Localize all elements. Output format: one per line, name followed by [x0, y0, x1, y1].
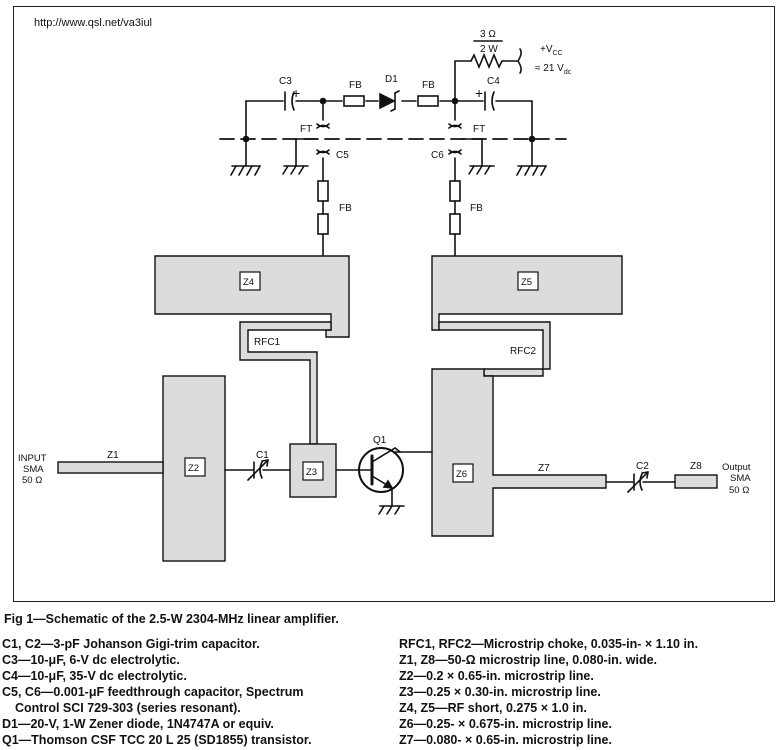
- caption-line: Z2—0.2 × 0.65-in. microstrip line.: [399, 669, 594, 683]
- feedthrough-capacitor-c6: [448, 100, 462, 182]
- label-output-impedance: 50 Ω: [729, 485, 749, 496]
- label-d1: D1: [385, 74, 398, 85]
- pad-label-boxes: [184, 271, 539, 483]
- label-input-impedance: 50 Ω: [22, 475, 42, 486]
- polarity-c4: +: [475, 85, 483, 101]
- caption-line: C1, C2—3-pF Johanson Gigi-trim capacitor…: [2, 637, 260, 651]
- capacitor-c3: [284, 91, 295, 111]
- microstrip-layout: [57, 255, 718, 562]
- label-supply-voltage: ≈ 21 Vdc: [535, 63, 572, 76]
- label-z3: Z3: [306, 467, 317, 478]
- schematic-diagram: C3 + C4 + FB FB D1 3 Ω 2 W +VCC ≈ 21 Vdc: [18, 29, 751, 562]
- label-q1: Q1: [373, 435, 387, 446]
- label-resistor-power: 2 W: [480, 44, 498, 55]
- label-fb-left-vertical: FB: [339, 203, 352, 214]
- caption-line: Z3—0.25 × 0.30-in. microstrip line.: [399, 685, 601, 699]
- trimmer-capacitor-c1: [247, 459, 269, 481]
- microstrip-z1: [57, 461, 164, 474]
- microstrip-z6: [431, 368, 607, 537]
- zener-diode-d1: [379, 90, 400, 112]
- feedthrough-capacitor-c5: [316, 100, 330, 182]
- microstrip-z8: [674, 474, 718, 489]
- label-c1: C1: [256, 450, 269, 461]
- label-z4: Z4: [243, 277, 254, 288]
- capacitor-c4: [484, 91, 495, 111]
- caption-line: D1—20-V, 1-W Zener diode, 1N4747A or equ…: [2, 717, 274, 731]
- transistor-q1: [335, 447, 433, 515]
- label-rfc2: RFC2: [510, 346, 537, 357]
- label-z2: Z2: [188, 463, 199, 474]
- label-z5: Z5: [521, 277, 532, 288]
- ferrite-bead-left: [343, 95, 365, 107]
- ferrite-beads-left-vertical: [317, 180, 329, 257]
- caption-parts-left: C1, C2—3-pF Johanson Gigi-trim capacitor…: [2, 636, 312, 748]
- caption-line: Z4, Z5—RF short, 0.275 × 1.0 in.: [399, 701, 587, 715]
- label-fb-left: FB: [349, 80, 362, 91]
- label-c4: C4: [487, 76, 500, 87]
- label-c6: C6: [431, 150, 444, 161]
- label-input: INPUT: [18, 453, 47, 464]
- caption-title: Fig 1—Schematic of the 2.5-W 2304-MHz li…: [4, 612, 339, 626]
- caption-line: Control SCI 729-303 (series resonant).: [15, 701, 241, 715]
- label-input-sma: SMA: [23, 464, 44, 475]
- label-output-sma: SMA: [730, 473, 751, 484]
- source-url: http://www.qsl.net/va3iul: [34, 17, 153, 29]
- caption-line: C4—10-μF, 35-V dc electrolytic.: [2, 669, 187, 683]
- caption-line: Z1, Z8—50-Ω microstrip line, 0.080-in. w…: [399, 653, 658, 667]
- label-ft-right: FT: [473, 124, 485, 135]
- caption-line: Z6—0.25- × 0.675-in. microstrip line.: [399, 717, 612, 731]
- label-z7: Z7: [538, 463, 550, 474]
- label-vcc: +VCC: [540, 44, 563, 57]
- label-c5: C5: [336, 150, 349, 161]
- label-output: Output: [722, 462, 751, 473]
- caption-line: C5, C6—0.001-μF feedthrough capacitor, S…: [2, 685, 304, 699]
- label-rfc1: RFC1: [254, 337, 281, 348]
- ground-ft-right: [461, 138, 495, 175]
- caption-line: Z7—0.080- × 0.65-in. microstrip line.: [399, 733, 612, 747]
- schematic-frame: [13, 6, 775, 602]
- caption-line: Q1—Thomson CSF TCC 20 L 25 (SD1855) tran…: [2, 733, 312, 747]
- label-ft-left: FT: [300, 124, 312, 135]
- ground-c3: [230, 165, 261, 176]
- label-z8: Z8: [690, 461, 702, 472]
- label-z6: Z6: [456, 469, 467, 480]
- supply-terminal: [517, 48, 522, 74]
- caption-line: C3—10-μF, 6-V dc electrolytic.: [2, 653, 180, 667]
- label-fb-right: FB: [422, 80, 435, 91]
- microstrip-z5: [431, 255, 623, 331]
- label-resistor-value: 3 Ω: [480, 29, 496, 40]
- label-z1: Z1: [107, 450, 119, 461]
- label-fb-right-vertical: FB: [470, 203, 483, 214]
- ferrite-bead-right: [417, 95, 439, 107]
- microstrip-rfc1: [239, 321, 332, 445]
- caption-line: RFC1, RFC2—Microstrip choke, 0.035-in- ×…: [399, 637, 699, 651]
- trimmer-capacitor-c2: [627, 471, 649, 493]
- ground-ft-left: [282, 138, 317, 175]
- label-c3: C3: [279, 76, 292, 87]
- polarity-c3: +: [292, 85, 300, 101]
- resistor-3ohm: [470, 52, 503, 70]
- caption-parts-right: RFC1, RFC2—Microstrip choke, 0.035-in- ×…: [399, 636, 698, 748]
- ground-c4: [516, 165, 547, 176]
- label-c2: C2: [636, 461, 649, 472]
